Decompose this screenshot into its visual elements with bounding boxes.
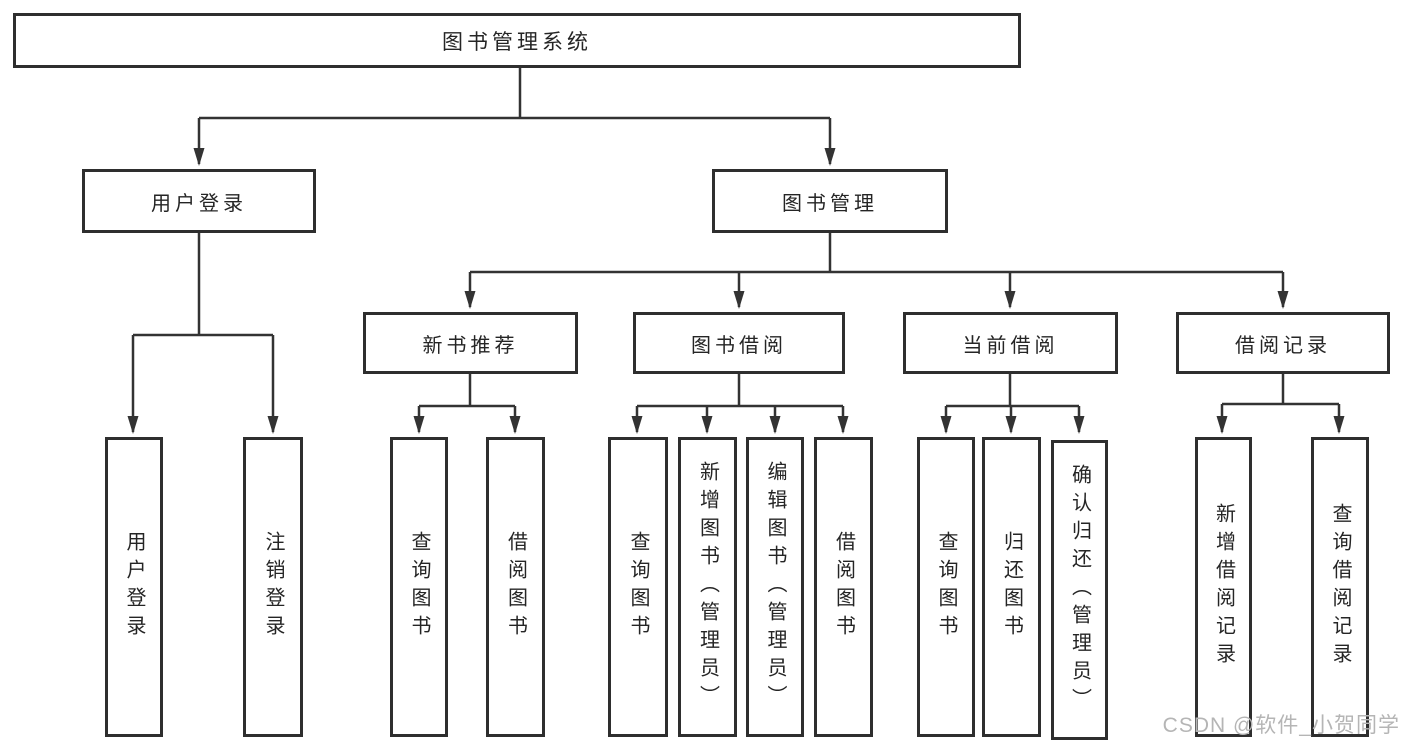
leaf-add-book-admin-label: 新增图书（管理员） [696,461,719,713]
node-root: 图书管理系统 [13,13,1021,68]
node-borrow-records-label: 借阅记录 [1235,334,1331,357]
node-new-book-recommend: 新书推荐 [363,312,578,374]
leaf-query-books-2-label: 查询图书 [627,531,649,643]
node-current-borrow-label: 当前借阅 [962,334,1059,357]
leaf-borrow-books-1: 借阅图书 [486,437,545,737]
leaf-query-borrow-record-label: 查询借阅记录 [1329,503,1351,671]
leaf-query-borrow-record: 查询借阅记录 [1311,437,1369,737]
leaf-borrow-books-1-label: 借阅图书 [504,531,527,643]
leaf-borrow-books-2: 借阅图书 [814,437,873,737]
leaf-add-borrow-record-label: 新增借阅记录 [1212,503,1235,671]
leaf-borrow-books-2-label: 借阅图书 [832,531,855,643]
csdn-watermark: CSDN @软件_小贺同学 [1162,714,1400,737]
leaf-query-books-1-label: 查询图书 [408,531,430,643]
leaf-edit-book-admin: 编辑图书（管理员） [746,437,804,737]
node-user-login-label: 用户登录 [151,192,247,215]
leaf-query-books-3: 查询图书 [917,437,975,737]
leaf-logout: 注销登录 [243,437,303,737]
node-book-management-label: 图书管理 [782,192,878,215]
leaf-logout-label: 注销登录 [262,531,284,643]
leaf-query-books-2: 查询图书 [608,437,668,737]
node-root-label: 图书管理系统 [442,30,592,54]
leaf-user-login: 用户登录 [105,437,163,737]
node-current-borrow: 当前借阅 [903,312,1118,374]
leaf-return-book-label: 归还图书 [1000,531,1023,643]
leaf-confirm-return-admin-label: 确认归还（管理员） [1068,464,1091,716]
node-book-borrow-label: 图书借阅 [691,334,787,357]
leaf-user-login-label: 用户登录 [123,531,145,643]
leaf-query-books-3-label: 查询图书 [935,531,957,643]
leaf-return-book: 归还图书 [982,437,1041,737]
leaf-add-borrow-record: 新增借阅记录 [1195,437,1252,737]
node-user-login: 用户登录 [82,169,316,233]
leaf-query-books-1: 查询图书 [390,437,448,737]
node-book-management: 图书管理 [712,169,948,233]
leaf-edit-book-admin-label: 编辑图书（管理员） [764,461,786,713]
leaf-confirm-return-admin: 确认归还（管理员） [1051,440,1108,740]
node-book-borrow: 图书借阅 [633,312,845,374]
leaf-add-book-admin: 新增图书（管理员） [678,437,737,737]
node-new-book-recommend-label: 新书推荐 [422,334,519,357]
node-borrow-records: 借阅记录 [1176,312,1390,374]
